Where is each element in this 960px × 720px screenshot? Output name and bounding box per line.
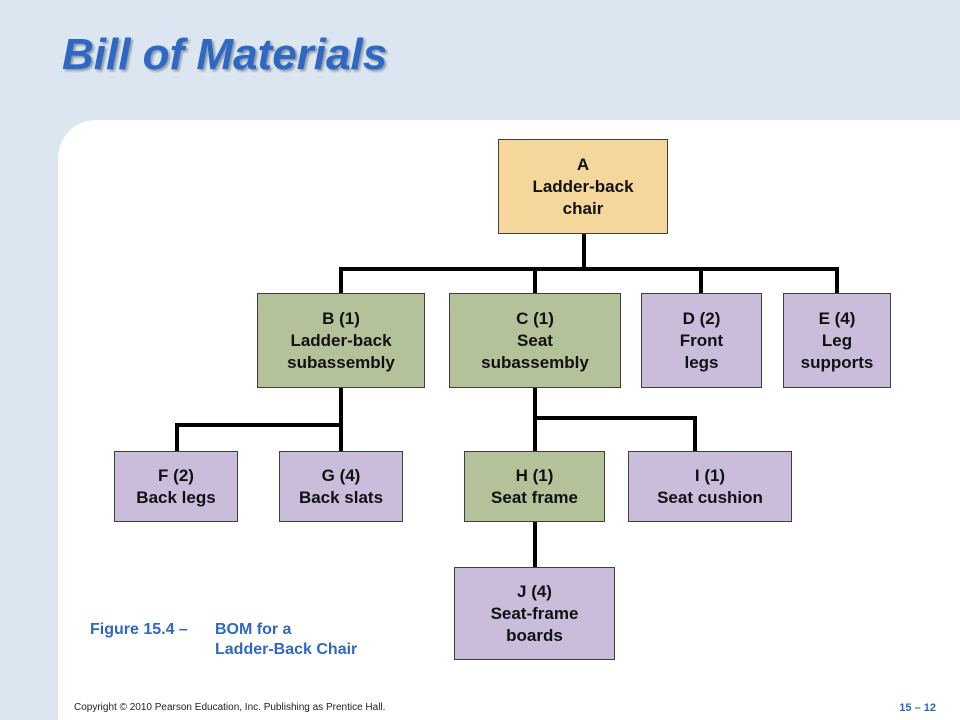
node-j-line-3: boards — [506, 625, 563, 645]
slide-number: 15 – 12 — [899, 702, 936, 714]
copyright-notice: Copyright © 2010 Pearson Education, Inc.… — [74, 702, 386, 713]
node-e-line-2: Leg — [821, 330, 853, 350]
node-f-line-2: Back legs — [136, 487, 216, 507]
node-b-line-3: subassembly — [287, 352, 395, 372]
node-h-line-2: Seat frame — [491, 487, 578, 507]
node-e-line-3: supports — [800, 352, 874, 372]
figure-caption-line1: BOM for a — [215, 621, 292, 638]
node-h: H (1)Seat frame — [464, 451, 605, 522]
node-c-line-3: subassembly — [481, 352, 589, 372]
node-i-line-2: Seat cushion — [657, 487, 763, 507]
node-g-line-1: G (4) — [321, 465, 361, 485]
node-d-line-3: legs — [684, 352, 719, 372]
node-i: I (1)Seat cushion — [628, 451, 792, 522]
figure-label: Figure 15.4 – — [90, 621, 188, 638]
node-h-line-1: H (1) — [515, 465, 554, 485]
node-a-line-1: A — [576, 154, 590, 174]
node-a-line-2: Ladder-back — [532, 176, 634, 196]
node-j-line-2: Seat-frame — [490, 603, 579, 623]
node-b-line-2: Ladder-back — [290, 330, 392, 350]
node-j-line-1: J (4) — [517, 581, 552, 601]
node-g: G (4)Back slats — [279, 451, 403, 522]
node-g-line-2: Back slats — [298, 487, 384, 507]
node-d-line-2: Front — [679, 330, 724, 350]
node-e-line-1: E (4) — [818, 308, 856, 328]
node-f-line-1: F (2) — [158, 465, 194, 485]
node-d-line-1: D (2) — [682, 308, 721, 328]
node-i-line-1: I (1) — [694, 465, 726, 485]
node-b-line-1: B (1) — [322, 308, 360, 328]
node-f: F (2)Back legs — [114, 451, 238, 522]
node-c-line-2: Seat — [517, 330, 553, 350]
figure-caption-line2: Ladder-Back Chair — [215, 641, 358, 658]
node-c-line-1: C (1) — [516, 308, 554, 328]
page-title: Bill of Materials — [62, 30, 388, 79]
node-a-line-3: chair — [562, 198, 604, 218]
